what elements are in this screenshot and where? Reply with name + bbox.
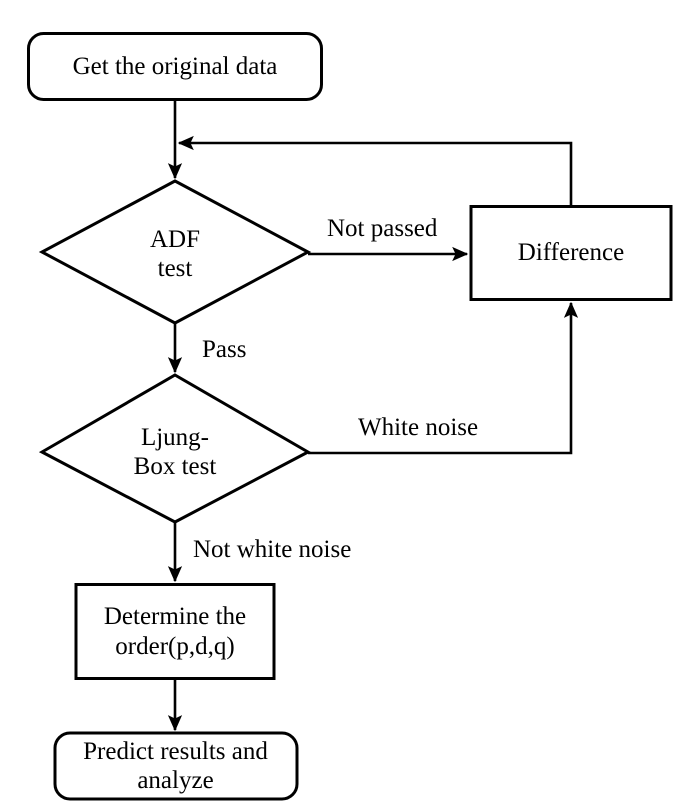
edge-difference-to-adf-input — [177, 135, 573, 207]
node-predict-shape[interactable] — [53, 731, 299, 801]
node-start-shape[interactable] — [27, 32, 323, 101]
edge-ljungbox-to-difference — [308, 301, 579, 455]
node-ljungbox-shape[interactable] — [38, 373, 312, 524]
node-difference-shape[interactable] — [469, 205, 673, 301]
node-order-shape[interactable] — [74, 583, 276, 680]
node-adf-shape[interactable] — [38, 179, 312, 325]
